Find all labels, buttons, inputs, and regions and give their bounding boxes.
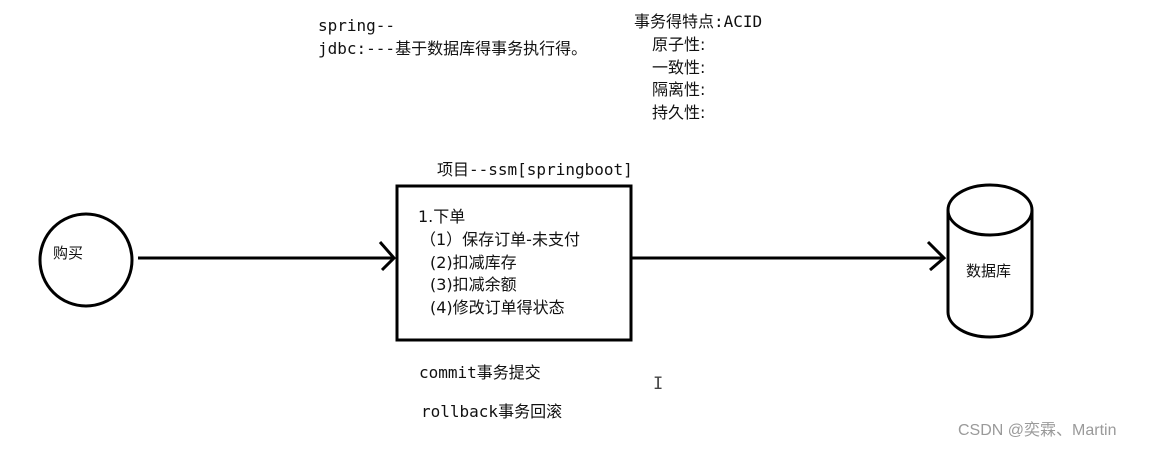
- watermark: CSDN @奕霖、Martin: [958, 422, 1117, 439]
- note-spring: spring--: [318, 16, 396, 35]
- order-step-4: (4)修改订单得状态: [430, 298, 565, 317]
- order-title: 1.下单: [418, 207, 466, 226]
- project-label: 项目--ssm[springboot]: [437, 160, 633, 179]
- order-step-2: (2)扣减库存: [430, 253, 517, 272]
- acid-item-durability: 持久性:: [652, 103, 706, 122]
- acid-item-consistency: 一致性:: [652, 58, 706, 77]
- buy-circle: [38, 212, 134, 308]
- database-label: 数据库: [966, 262, 1012, 280]
- note-jdbc: jdbc:---基于数据库得事务执行得。: [318, 39, 588, 58]
- order-to-db-arrowhead: [926, 240, 947, 272]
- order-box: [395, 184, 633, 342]
- order-step-1: （1）保存订单-未支付: [420, 230, 580, 249]
- database-cylinder-body: [946, 210, 1034, 339]
- buy-label: 购买: [53, 244, 84, 262]
- rollback-text: rollback事务回滚: [421, 402, 563, 421]
- commit-text: commit事务提交: [419, 363, 541, 382]
- database-cylinder-top: [946, 183, 1034, 237]
- acid-title: 事务得特点:ACID: [634, 12, 763, 31]
- buy-to-order-arrowhead: [378, 241, 397, 272]
- text-cursor-icon: I: [653, 374, 664, 394]
- acid-item-isolation: 隔离性:: [652, 80, 706, 99]
- order-step-3: (3)扣减余额: [430, 275, 517, 294]
- acid-item-atomicity: 原子性:: [652, 35, 706, 54]
